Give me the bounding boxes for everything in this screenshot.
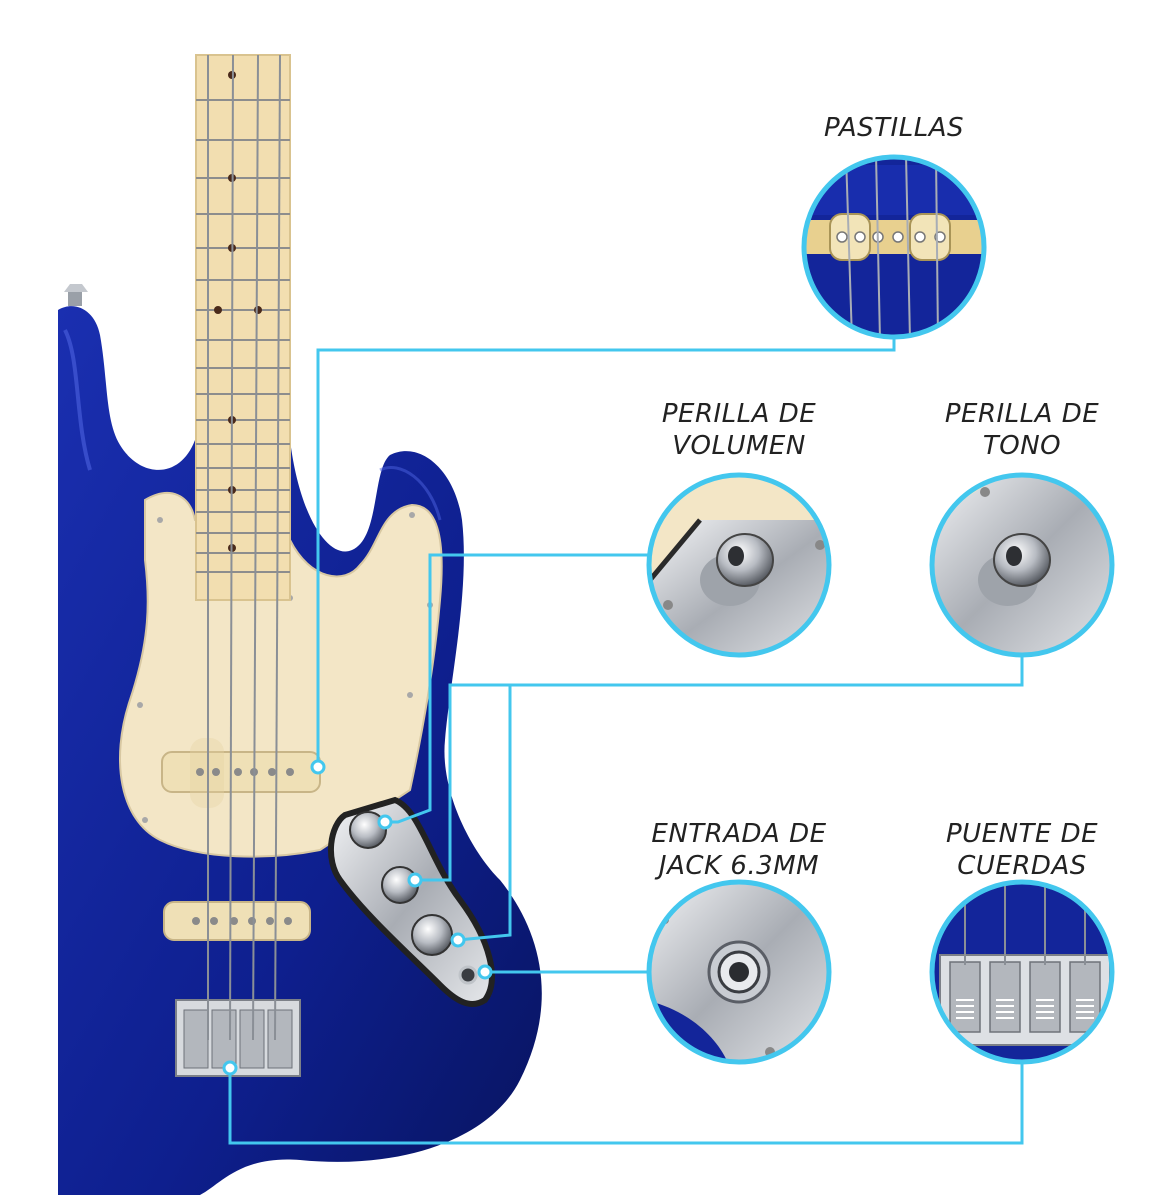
volume-knob-closeup-icon: [646, 472, 832, 658]
pickups-label: PASTILLAS: [824, 113, 964, 143]
guitar-neck: [195, 54, 291, 601]
tone-knob-label: PERILLA DE TONO: [944, 399, 1100, 461]
tone-knob-closeup-icon: [929, 472, 1115, 658]
volume-knob-label: PERILLA DE VOLUMEN: [661, 399, 817, 461]
control-plate: [327, 796, 495, 1007]
strap-button: [68, 292, 82, 306]
bridge: [175, 999, 301, 1077]
bridge-closeup-icon: [929, 879, 1115, 1065]
strings: [207, 54, 281, 1041]
pickup-closeup-icon: [801, 154, 987, 340]
jack-input-label: ENTRADA DE JACK 6.3MM: [651, 819, 827, 881]
callout-lines: [228, 337, 1024, 1145]
bridge-label: PUENTE DE CUERDAS: [945, 819, 1099, 881]
bridge-pickup: [163, 901, 311, 941]
jack-closeup-icon: [646, 879, 832, 1065]
